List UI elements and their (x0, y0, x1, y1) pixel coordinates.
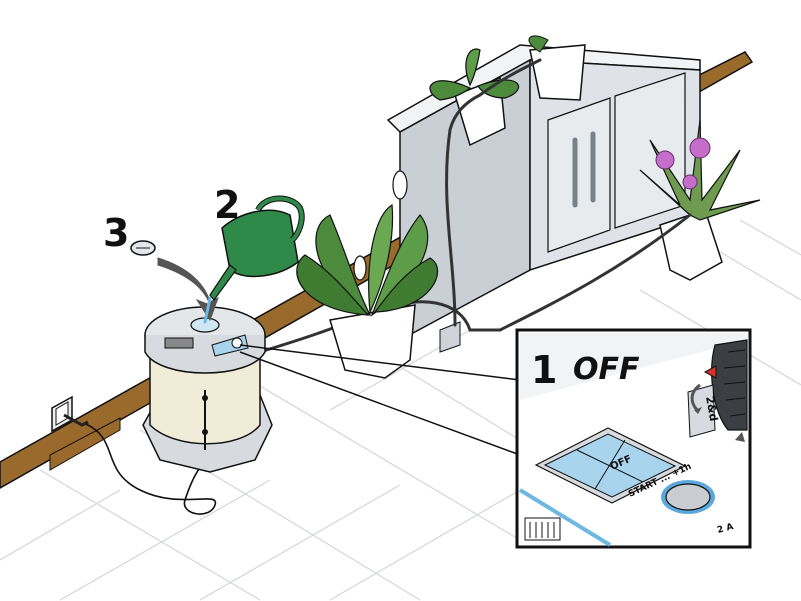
connector-detail (524, 517, 561, 541)
irrigation-device (142, 306, 273, 473)
drip-cap (130, 240, 156, 256)
cropped-text: 2 A (716, 522, 734, 536)
fill-direction-arrow-icon (157, 257, 219, 322)
step-3-number: 3 (103, 211, 129, 255)
rotary-dial: 2&d (687, 339, 748, 442)
peace-lily-plant (296, 170, 439, 379)
callout-lines (239, 344, 521, 456)
detail-inset: 2&d OFF START ... +1h 2 A (515, 328, 752, 549)
dial-label: 2&d (703, 395, 720, 422)
watering-can (203, 195, 305, 324)
step-1-number: 1 (531, 348, 557, 392)
wall-socket (51, 395, 89, 433)
drip-tubing (248, 58, 692, 357)
step-1-label: OFF (573, 352, 640, 387)
step-2-number: 2 (214, 183, 240, 227)
lcd-panel: OFF (534, 427, 687, 504)
curved-arrow-icon (690, 383, 701, 411)
power-cable (85, 423, 217, 515)
round-button-icon (661, 480, 715, 514)
